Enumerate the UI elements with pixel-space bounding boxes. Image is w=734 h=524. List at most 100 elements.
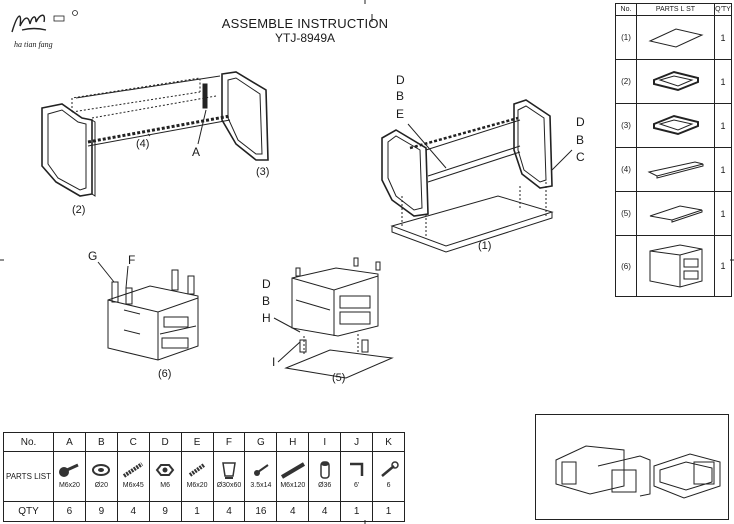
side-frame-icon — [636, 59, 715, 104]
allen-key-icon — [349, 462, 363, 476]
hardware-size: Ø36 — [318, 482, 332, 489]
hardware-code: C — [116, 432, 150, 452]
hardware-cell: Ø20 — [84, 451, 118, 502]
label-part-d: D — [396, 73, 405, 87]
parts-row: (2) 1 — [615, 59, 732, 104]
label-part-b: B — [396, 89, 405, 103]
hardware-code: H — [276, 432, 310, 452]
label-part-b: B — [262, 294, 271, 308]
step-5-caption: (5) — [332, 372, 346, 384]
hardware-size: M6x120 — [280, 482, 306, 489]
part-number: (5) — [615, 191, 637, 236]
label-part-e: E — [396, 107, 405, 121]
hardware-qty: 1 — [340, 501, 374, 522]
part-number: (4) — [615, 147, 637, 192]
row-label-parts: PARTS LIST — [3, 451, 54, 502]
label-part-i: I — [272, 355, 276, 369]
label-part-a: A — [192, 145, 201, 159]
nut-icon — [155, 464, 175, 476]
hardware-size: M6x20 — [58, 482, 80, 489]
hardware-qty: 9 — [148, 501, 182, 522]
hardware-size: M6x20 — [186, 482, 208, 489]
label-part-h: H — [262, 311, 271, 325]
part-qty: 1 — [714, 59, 732, 104]
label-part-c: C — [576, 150, 585, 164]
part-qty: 1 — [714, 103, 732, 148]
modesty-panel-icon — [636, 147, 715, 192]
hardware-size: Ø20 — [94, 482, 108, 489]
label-part-d: D — [576, 115, 585, 129]
hardware-table: No. A B C D E F G H I J K PARTS LIST M6x… — [3, 432, 405, 522]
row-label-no: No. — [3, 432, 54, 452]
desktop-panel-icon — [636, 15, 715, 60]
bolt-icon — [59, 463, 80, 477]
step-4-exploded-frames — [41, 71, 269, 197]
hardware-parts-row: PARTS LIST M6x20 Ø20 M6x45 M6 M6x20 Ø30x… — [3, 451, 405, 502]
hardware-code: G — [244, 432, 278, 452]
hardware-qty: 4 — [276, 501, 310, 522]
page-title: ASSEMBLE INSTRUCTION — [221, 16, 389, 31]
step-1-caption: (1) — [478, 240, 492, 252]
hardware-cell: 6 — [372, 451, 405, 502]
label-part-f: F — [128, 253, 136, 267]
hardware-size: 6 — [386, 482, 391, 489]
hardware-code: I — [308, 432, 342, 452]
hardware-code: J — [340, 432, 374, 452]
finished-desk-preview — [555, 445, 721, 499]
hardware-cell: M6x120 — [276, 451, 310, 502]
cup-icon — [222, 462, 236, 479]
brand-logo-icon — [11, 10, 78, 33]
hardware-size: 3.5x14 — [250, 482, 272, 489]
hardware-qty: 9 — [84, 501, 118, 522]
hardware-cell: M6x45 — [116, 451, 150, 502]
hardware-cell: M6 — [148, 451, 182, 502]
hardware-code: B — [84, 432, 118, 452]
step-2-caption: (2) — [72, 204, 86, 216]
leg-cylinder-icon — [319, 461, 330, 479]
hardware-cell: M6x20 — [53, 451, 86, 502]
step-6-cabinet — [97, 261, 199, 361]
label-part-g: G — [88, 249, 98, 263]
hardware-code: F — [212, 432, 246, 452]
hardware-code: E — [180, 432, 214, 452]
parts-row: (6) 1 — [615, 235, 732, 297]
parts-row: (3) 1 — [615, 103, 732, 148]
hardware-qty: 4 — [308, 501, 342, 522]
hardware-code-row: No. A B C D E F G H I J K — [3, 432, 405, 452]
step-6-caption: (6) — [158, 368, 172, 380]
hardware-cell: M6x20 — [180, 451, 214, 502]
washer-icon — [92, 464, 111, 476]
wood-screw-icon — [253, 464, 269, 476]
row-label-qty: QTY — [3, 501, 54, 522]
screw-icon — [188, 463, 206, 477]
side-frame-icon — [636, 103, 715, 148]
label-part-d: D — [262, 277, 271, 291]
step-5-cabinet-base — [273, 257, 394, 379]
hardware-qty: 4 — [212, 501, 246, 522]
hardware-size: Ø30x60 — [216, 482, 242, 489]
part-number: (1) — [615, 15, 637, 60]
part-number: (2) — [615, 59, 637, 104]
hardware-code: D — [148, 432, 182, 452]
parts-row: (5) 1 — [615, 191, 732, 236]
part-qty: 1 — [714, 191, 732, 236]
parts-list-header: No. PARTS L ST Q'TY — [615, 3, 732, 16]
hardware-qty: 4 — [116, 501, 150, 522]
part-qty: 1 — [714, 147, 732, 192]
hardware-cell: 3.5x14 — [244, 451, 278, 502]
hardware-qty: 1 — [180, 501, 214, 522]
hardware-code: K — [372, 432, 405, 452]
hardware-qty: 16 — [244, 501, 278, 522]
brand-name: ha tian fang — [14, 40, 53, 49]
step-4-caption: (4) — [136, 138, 150, 150]
header-qty: Q'TY — [714, 3, 732, 16]
parts-list-table: No. PARTS L ST Q'TY (1) 1 (2) 1 (3) 1 (4… — [615, 3, 732, 297]
hardware-qty: 1 — [372, 501, 405, 522]
hardware-size: 6' — [353, 482, 360, 489]
label-part-b: B — [576, 133, 585, 147]
finished-preview-frame — [535, 414, 729, 520]
hardware-cell: 6' — [340, 451, 374, 502]
hardware-code: A — [53, 432, 86, 452]
part-qty: 1 — [714, 15, 732, 60]
